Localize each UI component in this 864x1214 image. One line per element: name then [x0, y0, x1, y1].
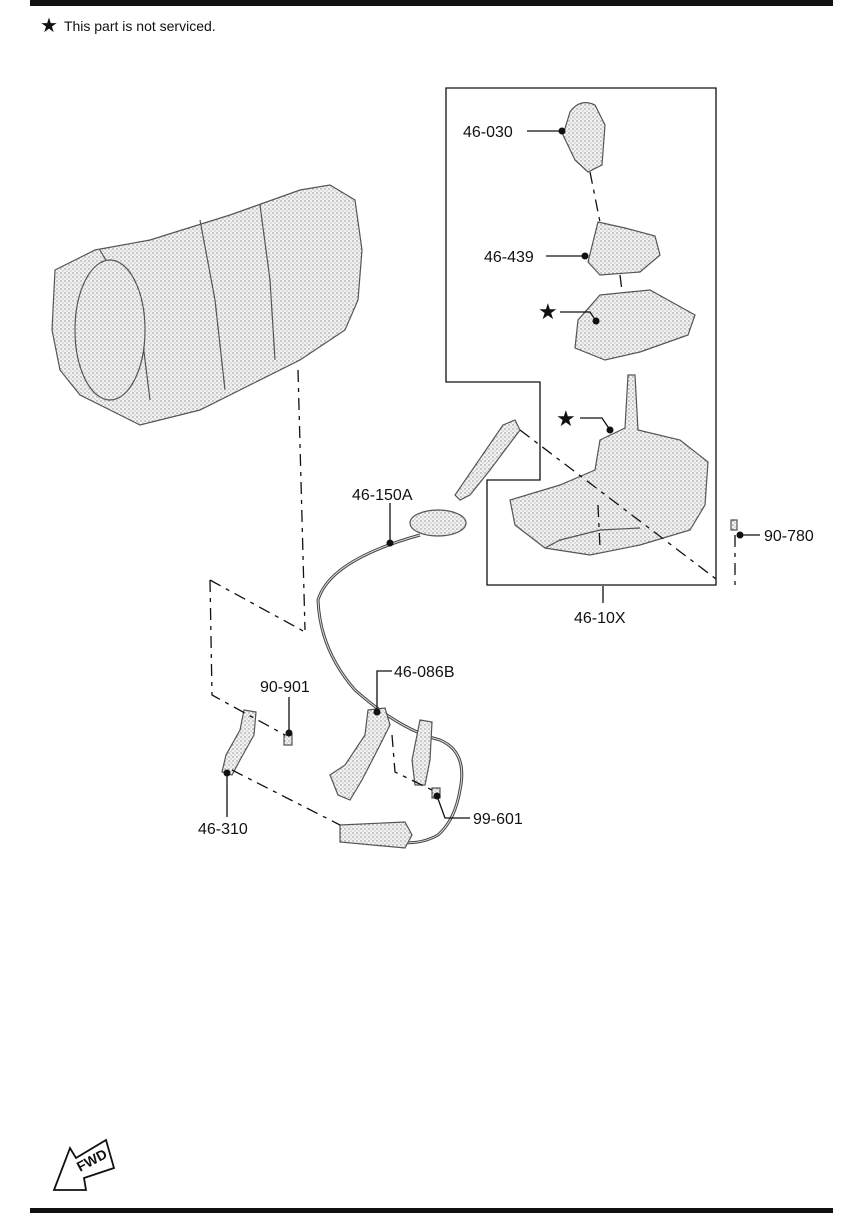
callout-46-030[interactable]: 46-030 [463, 124, 513, 141]
transmission-drop-line [297, 369, 306, 631]
star-icon: ★ [40, 15, 58, 37]
lever-link-line-2 [209, 579, 286, 736]
shift-lever-base [509, 374, 709, 556]
top-border [30, 0, 833, 6]
callout-46-439[interactable]: 46-439 [484, 249, 534, 266]
leader-lines [223, 127, 760, 819]
selector-lever [221, 709, 257, 776]
callout-46-086B[interactable]: 46-086B [394, 664, 455, 681]
knob-axis-line [589, 171, 601, 223]
base-axis-line [597, 504, 601, 549]
callout-90-780[interactable]: 90-780 [764, 528, 814, 545]
callout-99-601[interactable]: 99-601 [473, 811, 523, 828]
legend-note-text: This part is not serviced. [63, 18, 216, 34]
bottom-border [30, 1208, 833, 1213]
bolt-90-780 [730, 519, 738, 531]
bolt-90-901 [283, 734, 293, 746]
bracket-bolt-line [391, 734, 433, 791]
transmission-assembly [51, 184, 363, 426]
lever-cable-line [231, 769, 341, 826]
lever-link-line-1 [209, 579, 306, 633]
fwd-arrow-icon: FWD [52, 1138, 116, 1191]
star-icon: ★ [538, 299, 558, 324]
star-icon: ★ [556, 406, 576, 431]
shift-boot [587, 221, 661, 276]
callout-46-10X[interactable]: 46-10X [574, 610, 626, 627]
legend-note: ★ This part is not serviced. [40, 16, 216, 36]
callout-46-310[interactable]: 46-310 [198, 821, 248, 838]
cable-bracket [329, 707, 433, 801]
indicator-panel [574, 289, 696, 361]
callout-90-901[interactable]: 90-901 [260, 679, 310, 696]
shift-cable [316, 419, 521, 849]
shifter-group-frame [445, 87, 717, 586]
callout-46-150A[interactable]: 46-150A [352, 487, 413, 504]
shift-knob [562, 102, 606, 173]
